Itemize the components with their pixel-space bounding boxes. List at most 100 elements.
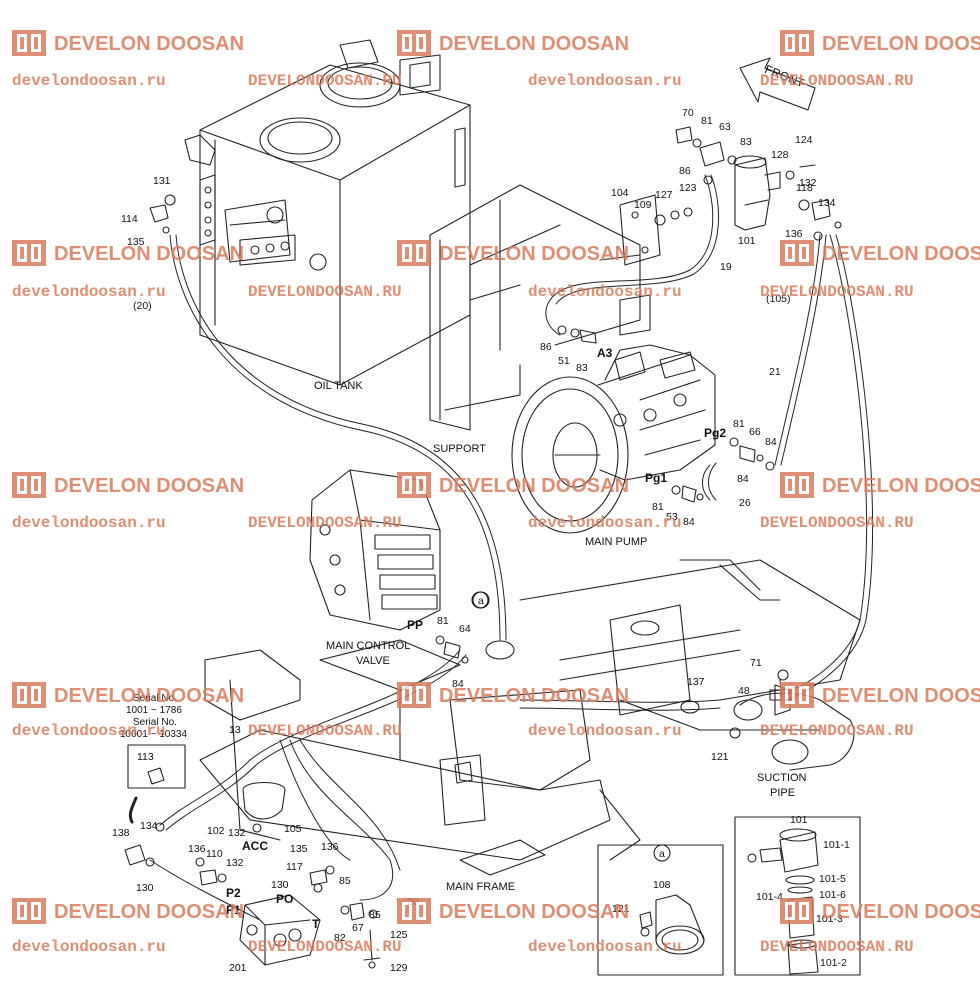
watermark-logo: DEVELON DOOSAN bbox=[397, 472, 629, 498]
oil-tank bbox=[184, 39, 471, 386]
pilot-valve-block bbox=[239, 894, 321, 966]
part-callout-21: 21 bbox=[769, 366, 781, 378]
watermark-brand-text: DEVELON DOOSAN bbox=[822, 901, 980, 923]
part-callout-101-3: 101-3 bbox=[816, 913, 843, 925]
part-callout-63: 63 bbox=[719, 121, 731, 133]
watermark-logo: DEVELON DOOSAN bbox=[12, 682, 244, 708]
main-pump bbox=[511, 344, 716, 534]
part-callout-101-5: 101-5 bbox=[819, 873, 846, 885]
watermark-url-text: DEVELONDOOSAN.RU bbox=[248, 514, 402, 532]
hoses bbox=[149, 174, 874, 921]
part-callout-101: 101 bbox=[790, 814, 808, 826]
serial-label-1: Serial No. bbox=[133, 693, 177, 704]
watermark-logo: DEVELON DOOSAN bbox=[780, 30, 980, 56]
part-callout-102: 102 bbox=[207, 825, 225, 837]
part-callout-48: 48 bbox=[738, 685, 750, 697]
watermark-logo: DEVELON DOOSAN bbox=[12, 472, 244, 498]
part-callout-123: 123 bbox=[679, 182, 697, 194]
part-callout-86: 86 bbox=[679, 165, 691, 177]
port-label-po: PO bbox=[276, 892, 293, 906]
port-label-p2: P2 bbox=[226, 886, 241, 900]
part-callout-71: 71 bbox=[750, 657, 762, 669]
oil-tank-label: OIL TANK bbox=[314, 380, 363, 392]
part-callout-108: 108 bbox=[653, 879, 671, 891]
watermark-url-text: DEVELONDOOSAN.RU bbox=[760, 514, 914, 532]
part-callout-84: 84 bbox=[683, 516, 695, 528]
watermark-url-text: develondoosan.ru bbox=[528, 72, 682, 90]
part-callout-137: 137 bbox=[687, 676, 705, 688]
part-callout-113: 113 bbox=[137, 751, 154, 763]
part-callout-130: 130 bbox=[271, 879, 289, 891]
part-callout-83: 83 bbox=[740, 136, 752, 148]
suction-filter bbox=[733, 155, 781, 231]
part-callout-67: 67 bbox=[352, 922, 364, 934]
watermark-brand-text: DEVELON DOOSAN bbox=[822, 33, 980, 55]
part-callout-66: 66 bbox=[749, 426, 761, 438]
part-callout-118: 118 bbox=[796, 182, 813, 194]
watermark-url-text: DEVELONDOOSAN.RU bbox=[248, 722, 402, 740]
watermark-brand-text: DEVELON DOOSAN bbox=[54, 243, 244, 265]
part-callout-53: 53 bbox=[666, 511, 678, 523]
support-label: SUPPORT bbox=[433, 443, 486, 455]
part-callout-132: 132 bbox=[799, 177, 817, 189]
watermark-brand-text: DEVELON DOOSAN bbox=[439, 901, 629, 923]
watermark-brand-text: DEVELON DOOSAN bbox=[439, 685, 629, 707]
watermark-logo: DEVELON DOOSAN bbox=[397, 682, 629, 708]
accumulator bbox=[242, 781, 286, 833]
serial-label-2: 1001 ~ 1786 bbox=[126, 705, 182, 716]
watermark-brand-text: DEVELON DOOSAN bbox=[822, 243, 980, 265]
part-callout-101-2: 101-2 bbox=[820, 957, 847, 969]
part-callout-132: 132 bbox=[228, 827, 246, 839]
port-label-t: T bbox=[312, 917, 320, 931]
part-callout-131: 131 bbox=[153, 175, 171, 187]
part-callout-a: a bbox=[659, 848, 665, 860]
watermark-logo: DEVELON DOOSAN bbox=[397, 30, 629, 56]
watermark-brand-text: DEVELON DOOSAN bbox=[54, 475, 244, 497]
watermark-url-text: DEVELONDOOSAN.RU bbox=[760, 283, 914, 301]
watermark-url-text: develondoosan.ru bbox=[12, 722, 166, 740]
serial-label-4: 10001 ~ 10334 bbox=[120, 729, 187, 740]
watermark-logo: DEVELON DOOSAN bbox=[397, 240, 629, 266]
part-callout-117: 117 bbox=[286, 861, 303, 873]
part-callout-127: 127 bbox=[655, 189, 673, 201]
watermark-url-text: DEVELONDOOSAN.RU bbox=[760, 722, 914, 740]
part-callout-109: 109 bbox=[634, 199, 652, 211]
part-callout-86: 86 bbox=[540, 341, 552, 353]
watermark-url-text: DEVELONDOOSAN.RU bbox=[760, 72, 914, 90]
part-callout-101-4: 101-4 bbox=[756, 891, 783, 903]
port-label-pg2: Pg2 bbox=[704, 426, 726, 440]
watermark-logo: DEVELON DOOSAN bbox=[397, 898, 629, 924]
part-callout-84: 84 bbox=[765, 436, 777, 448]
watermark-url-text: develondoosan.ru bbox=[12, 283, 166, 301]
part-callout-136: 136 bbox=[188, 843, 206, 855]
part-callout-82: 82 bbox=[334, 932, 346, 944]
part-callout-135: 135 bbox=[290, 843, 308, 855]
bracket-104 bbox=[619, 194, 661, 266]
support-frame bbox=[429, 184, 651, 431]
part-callout-136: 136 bbox=[321, 841, 339, 853]
main-control-valve-label-2: VALVE bbox=[356, 655, 390, 667]
watermark-brand-text: DEVELON DOOSAN bbox=[54, 33, 244, 55]
part-callout-201: 201 bbox=[229, 962, 247, 974]
front-arrow bbox=[739, 57, 816, 111]
part-callout-130: 130 bbox=[136, 882, 154, 894]
watermark-logo: DEVELON DOOSAN bbox=[780, 472, 980, 498]
part-callout-124: 124 bbox=[795, 134, 813, 146]
watermark-url-text: develondoosan.ru bbox=[528, 722, 682, 740]
part-callout-a: a bbox=[478, 595, 484, 607]
suction-pipe-label-2: PIPE bbox=[770, 787, 795, 799]
suction-pipe bbox=[733, 684, 855, 771]
main-control-valve bbox=[309, 469, 441, 631]
detail-a-marker bbox=[472, 591, 490, 609]
part-callout-114: 114 bbox=[121, 213, 138, 225]
part-callout-81: 81 bbox=[437, 615, 449, 627]
port-label-pp: PP bbox=[407, 618, 423, 632]
part-callout-128: 128 bbox=[771, 149, 789, 161]
port-label-pg1: Pg1 bbox=[645, 471, 667, 485]
part-callout-101: 101 bbox=[738, 235, 756, 247]
part-callout-81: 81 bbox=[701, 115, 713, 127]
part-callout-110: 110 bbox=[206, 848, 223, 860]
watermark-brand-text: DEVELON DOOSAN bbox=[439, 243, 629, 265]
